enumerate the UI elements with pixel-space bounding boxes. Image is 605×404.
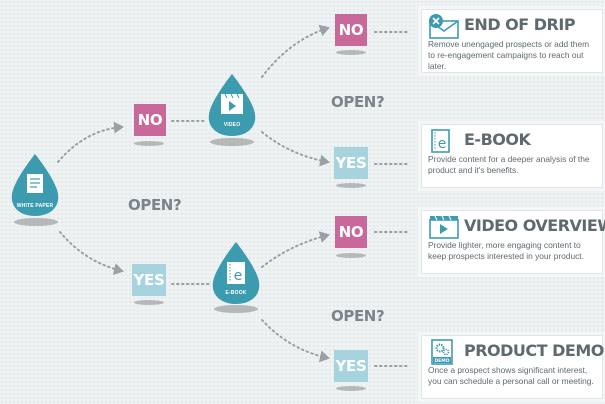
card-title: END OF DRIP xyxy=(464,15,576,34)
yes-box: YES xyxy=(334,147,368,179)
white-paper-drop xyxy=(11,154,59,216)
drop-shadow xyxy=(14,218,58,226)
box-shadow xyxy=(336,253,366,258)
box-shadow xyxy=(336,50,366,55)
video-label: VIDEO xyxy=(223,122,241,128)
card-end-of-drip: END OF DRIP Remove unengaged prospects o… xyxy=(421,9,603,73)
white-paper-label: WHITE PAPER xyxy=(16,203,54,209)
yes-box: YES xyxy=(334,350,368,382)
video-drop xyxy=(208,74,256,136)
card-description: Remove unengaged prospects or add them t… xyxy=(428,39,590,71)
card-ebook: e E-BOOK Provide content for a deeper an… xyxy=(421,124,603,188)
box-shadow xyxy=(134,141,164,146)
card-product-demo: DEMO PRODUCT DEMO Once a prospect shows … xyxy=(421,335,604,399)
drop-shadow xyxy=(214,305,258,313)
no-box: NO xyxy=(335,216,367,248)
arrow-wp-to-yes xyxy=(59,231,124,275)
card-description: Provide lighter, more engaging content t… xyxy=(428,240,584,261)
open-question: OPEN? xyxy=(331,307,385,325)
svg-text:DEMO: DEMO xyxy=(434,358,449,364)
ebook-drop: e xyxy=(212,242,260,304)
no-box: NO xyxy=(335,14,367,46)
email-x-icon xyxy=(429,14,459,39)
card-title: PRODUCT DEMO xyxy=(464,341,604,360)
arrow-ebook-to-yes xyxy=(261,319,330,363)
ebook-icon xyxy=(227,262,245,284)
open-question: OPEN? xyxy=(331,93,385,111)
svg-text:e: e xyxy=(438,136,447,152)
arrow-video-to-yes xyxy=(261,131,330,167)
drop-shadow xyxy=(210,138,254,146)
card-title: E-BOOK xyxy=(464,130,531,149)
arrow-ebook-to-no xyxy=(261,231,330,268)
video-icon xyxy=(429,215,459,239)
svg-text:e: e xyxy=(234,268,243,284)
arrow-wp-to-no xyxy=(57,121,124,163)
card-description: Provide content for a deeper analysis of… xyxy=(428,154,590,175)
card-video-overview: VIDEO OVERVIEW Provide lighter, more eng… xyxy=(421,210,605,274)
card-title: VIDEO OVERVIEW xyxy=(464,216,605,235)
box-shadow xyxy=(336,183,366,188)
ebook-icon: e xyxy=(431,129,450,153)
box-shadow xyxy=(134,300,164,305)
card-description: Once a prospect shows significant intere… xyxy=(428,365,594,386)
yes-box: YES xyxy=(132,264,166,296)
arrow-video-to-no xyxy=(261,24,330,78)
no-box: NO xyxy=(134,104,166,136)
box-shadow xyxy=(336,386,366,391)
open-question: OPEN? xyxy=(128,196,182,214)
demo-gear-icon: DEMO xyxy=(431,339,453,365)
ebook-label: E-BOOK xyxy=(225,290,247,296)
